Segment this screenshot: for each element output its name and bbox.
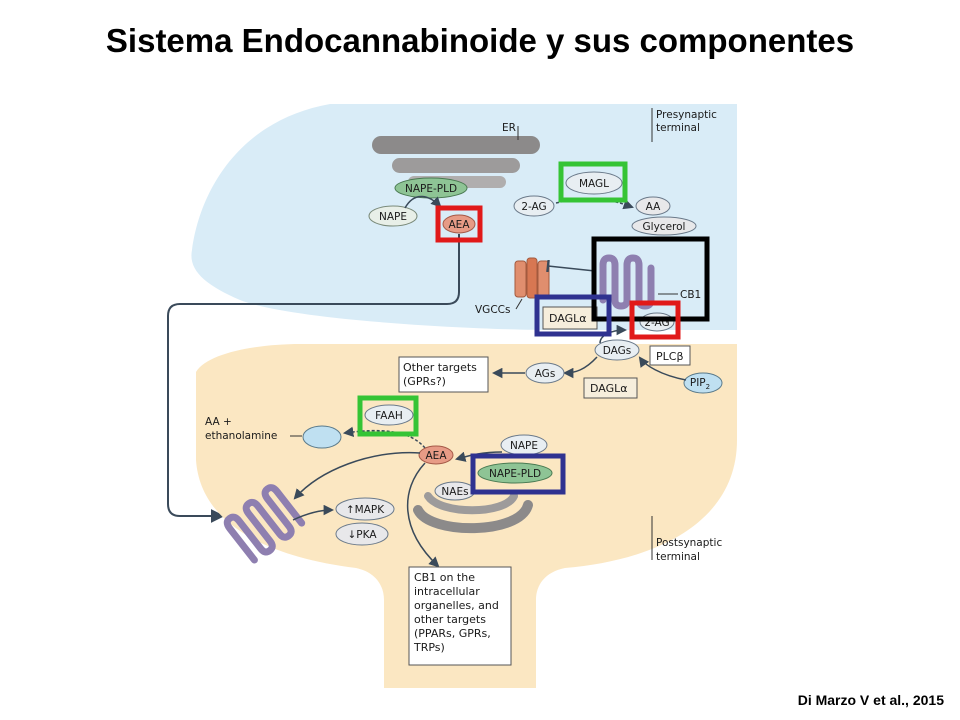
plcb-box [649, 345, 691, 366]
aea-node-pre [442, 214, 476, 234]
nape-label-post: NAPE [510, 440, 538, 452]
faah-label: FAAH [375, 410, 403, 422]
ags-node [525, 362, 565, 384]
nape-pld-label-pre: NAPE-PLD [405, 183, 457, 195]
aa-ethanolamine-line1: AA + [205, 416, 232, 428]
cb1-box-line3: organelles, and [414, 599, 499, 612]
slide-title: Sistema Endocannabinoide y sus component… [105, 22, 855, 59]
two-ag-label-pre: 2-AG [521, 201, 546, 213]
vgccs-label: VGCCs [475, 304, 510, 316]
aa-ethanolamine-line2: ethanolamine [205, 430, 277, 442]
cb1-receptor-post [223, 484, 306, 564]
highlight-2ag [629, 300, 681, 340]
pka-label: ↓PKA [347, 529, 377, 541]
cb1-receptor-pre [599, 254, 655, 310]
aa-node-pre [635, 196, 671, 216]
pip2-node [683, 372, 723, 394]
dagl-alpha-label: DAGLα [590, 382, 628, 395]
faah-enzyme [364, 404, 414, 426]
other-targets-line1: Other targets [403, 361, 477, 374]
aea-label-post: AEA [426, 450, 448, 462]
cb1-label-pre: CB1 [680, 289, 701, 301]
aea-label-pre: AEA [449, 219, 471, 231]
cb1-box-line6: TRPs) [413, 641, 445, 654]
two-ag-node-pre [513, 195, 555, 217]
highlight-cb1-pre [591, 236, 710, 322]
aa-label-pre: AA [646, 201, 661, 213]
vgccs-label-tick [515, 298, 523, 310]
nape-pld-enzyme-post [477, 462, 553, 484]
highlight-dagl-pre [534, 294, 612, 337]
aa-ethanolamine-node [302, 425, 342, 449]
cb1-box-line4: other targets [414, 613, 486, 626]
aea-node-post [418, 445, 454, 465]
dags-to-ags-arrow [562, 356, 598, 379]
cb1-box-line5: (PPARs, GPRs, [414, 627, 491, 640]
glycerol-node [631, 216, 697, 236]
pip2-label: PIP2 [690, 377, 710, 391]
nape-node-pre [368, 205, 418, 227]
other-targets-line2: (GPRs?) [403, 375, 446, 388]
cb1-organelles-box [408, 566, 512, 666]
highlight-aea-pre [435, 205, 483, 243]
aea-to-organelles-arrow [406, 462, 440, 568]
mapk-label: ↑MAPK [346, 504, 385, 516]
magl-enzyme [565, 171, 623, 195]
magl-label: MAGL [579, 178, 609, 190]
highlight-faah [357, 395, 419, 437]
dagl-alpha-box [583, 377, 638, 399]
presynaptic-label-line1: Presynaptic [656, 109, 717, 121]
other-targets-box [398, 356, 489, 393]
dagl-label-pre: DAGLα [549, 312, 587, 325]
citation: Di Marzo V et al., 2015 [797, 692, 944, 708]
er-label: ER [502, 122, 516, 134]
pip2-to-dags-arrow [638, 356, 687, 381]
golgi-apparatus [413, 492, 533, 534]
nape-label-pre: NAPE [379, 211, 407, 223]
aea-retrograde-arrow [167, 234, 460, 523]
highlight-magl [558, 161, 628, 203]
highlight-nape-pld-post [470, 453, 566, 495]
cb1-inhibits-vgcc [546, 259, 596, 273]
cb1-to-mapk-arrow [292, 504, 335, 521]
plcb-label: PLCβ [656, 350, 683, 363]
dags-node [594, 339, 640, 361]
vgcc-channel [514, 257, 550, 299]
nape-pld-label-post: NAPE-PLD [489, 468, 541, 480]
dags-label: DAGs [603, 345, 632, 357]
postsynaptic-label-line1: Postsynaptic [656, 537, 722, 549]
ags-label: AGs [535, 368, 556, 380]
presynaptic-label-line2: terminal [656, 122, 700, 134]
cb1-box-line1: CB1 on the [414, 571, 475, 584]
mapk-node [335, 497, 395, 521]
naes-label: NAEs [441, 486, 468, 498]
glycerol-label: Glycerol [643, 221, 686, 233]
aea-to-cb1-post-arrow [293, 451, 421, 500]
cb1-box-line2: intracellular [414, 585, 480, 598]
nape-to-aea-arrow-pre [404, 195, 442, 209]
pka-node [335, 522, 389, 546]
postsynaptic-label-line2: terminal [656, 551, 700, 563]
